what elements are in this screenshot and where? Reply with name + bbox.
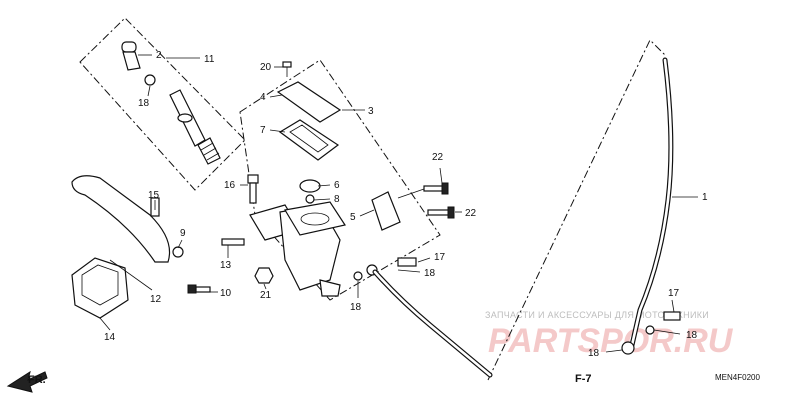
switch-clip (305, 194, 315, 204)
diaphragm (278, 119, 340, 161)
boot-cap (299, 179, 321, 193)
diagram-code: MEN4F0200 (715, 373, 760, 382)
callout-19: 18 (138, 98, 150, 109)
direction-label: FR. (28, 374, 46, 386)
holder-bolt-lower (427, 206, 455, 219)
watermark: ЗАПЧАСТИ И АКСЕССУАРЫ ДЛЯ МОТОТЕХНИКИ PA… (485, 310, 734, 360)
circlip (144, 74, 156, 86)
callout-18-left: 18 (350, 302, 362, 313)
master-cylinder-body (249, 201, 346, 297)
callout-9: 9 (180, 228, 186, 239)
sealing-washer-bottom (621, 341, 635, 355)
hose-frame (487, 39, 666, 381)
brake-hose (372, 57, 674, 378)
callout-17-upper: 17 (434, 252, 446, 263)
sealing-washer-left (353, 271, 363, 281)
callout-11: 11 (204, 54, 215, 65)
callout-20: 20 (260, 62, 272, 73)
callout-10: 10 (220, 288, 232, 299)
lever-seal (172, 246, 184, 258)
master-cylinder-kit-frame (79, 17, 246, 191)
holder-bolt-upper (423, 182, 449, 195)
oil-bolt-lower (663, 311, 681, 321)
callout-labels: 2 11 18 20 4 3 7 16 6 8 5 22 22 13 21 17… (104, 50, 708, 359)
reference-label: F-7 (575, 373, 592, 385)
callout-18-upper: 18 (424, 268, 436, 279)
callout-22-lower: 22 (465, 208, 477, 219)
pivot-nut (254, 267, 274, 284)
piston-set (169, 89, 221, 165)
callout-18-lower: 18 (686, 330, 698, 341)
brake-lever (71, 175, 171, 263)
callout-16: 16 (224, 180, 236, 191)
watermark-logo: PARTSPOR.RU (488, 322, 734, 360)
reservoir-cap (276, 81, 342, 123)
callout-7: 7 (260, 125, 266, 136)
callout-4: 4 (260, 92, 266, 103)
sealing-washer-lower (645, 325, 655, 335)
front-direction-arrow: FR. (6, 370, 48, 393)
watermark-text: ЗАПЧАСТИ И АКСЕССУАРЫ ДЛЯ МОТОТЕХНИКИ (485, 310, 709, 320)
callout-15: 15 (148, 190, 160, 201)
callout-1: 1 (702, 192, 708, 203)
cylinder-boot (121, 41, 141, 71)
callout-12: 12 (150, 294, 162, 305)
callout-5: 5 (350, 212, 356, 223)
leader-lines (99, 54, 698, 353)
arrow-icon (6, 370, 48, 393)
callout-13: 13 (220, 260, 232, 271)
callout-14: 14 (104, 332, 116, 343)
callout-22-upper: 22 (432, 152, 444, 163)
callout-18-bottom: 18 (588, 348, 600, 359)
oil-bolt-upper (397, 257, 417, 267)
callout-17-lower: 17 (668, 288, 680, 299)
holder-clamp (371, 191, 401, 231)
cover-screw (187, 284, 211, 294)
cap-screw (282, 61, 292, 77)
callout-21: 21 (260, 290, 272, 301)
callout-6: 6 (334, 180, 340, 191)
lever-cover (71, 257, 129, 319)
adjuster-screw (221, 238, 245, 246)
callout-8: 8 (334, 194, 340, 205)
callout-3: 3 (368, 106, 374, 117)
lever-pivot-bolt (247, 174, 259, 204)
callout-2: 2 (156, 50, 162, 61)
